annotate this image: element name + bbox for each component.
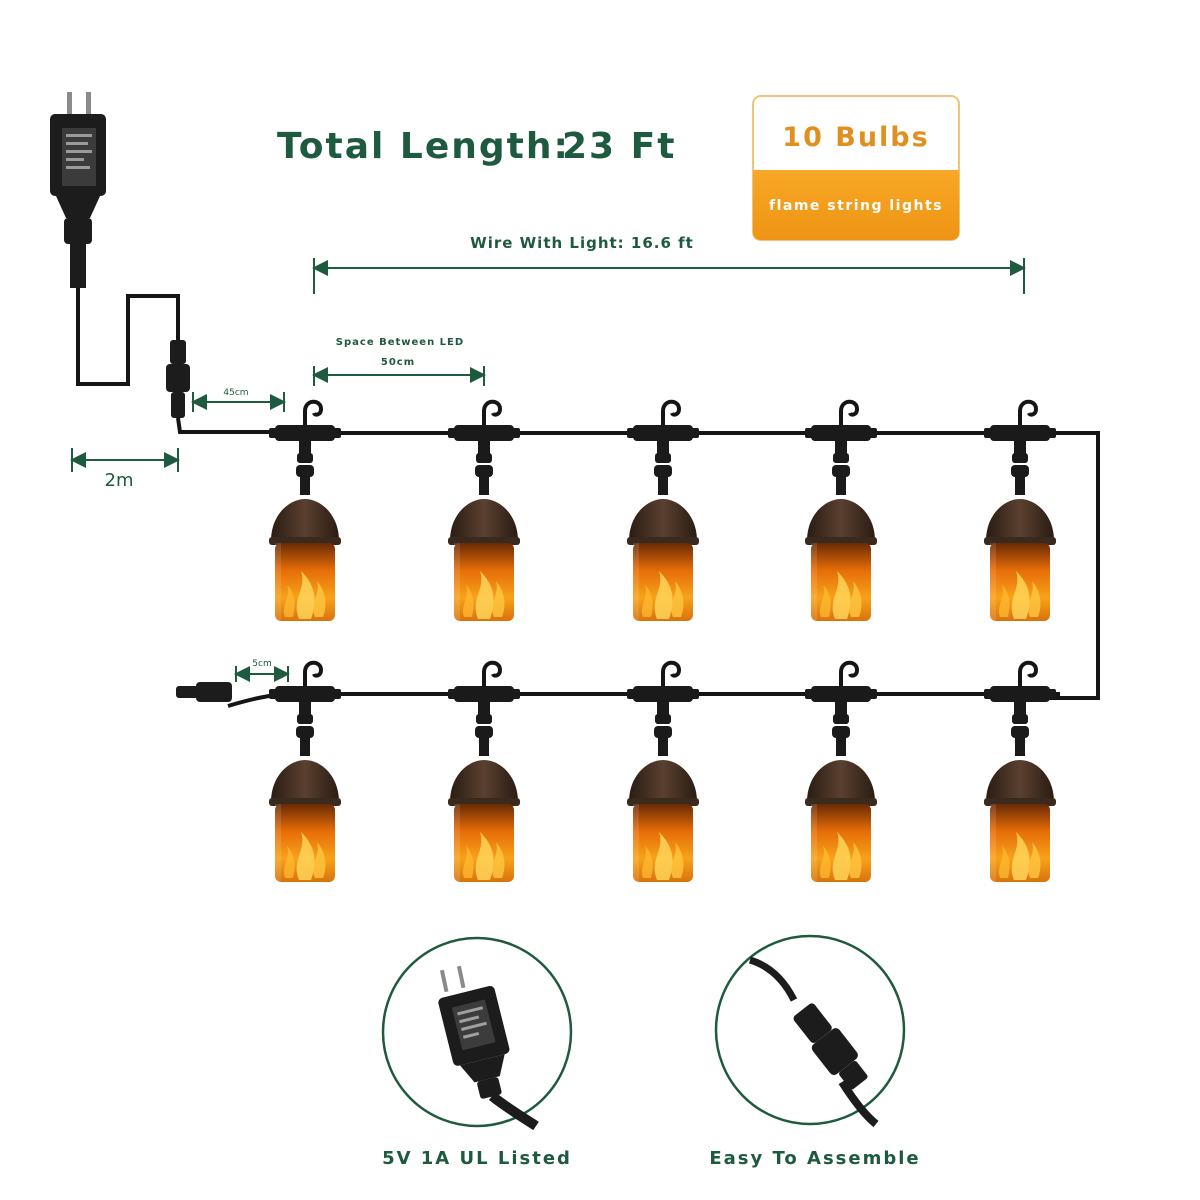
flame-bulb-icon — [625, 399, 701, 623]
flame-bulb-icon — [982, 660, 1058, 884]
end-length-label: 5cm — [252, 659, 271, 669]
end-connector-icon — [176, 682, 232, 702]
adapter-cord — [76, 288, 180, 386]
flame-bulb-icon — [803, 660, 879, 884]
flame-bulb-icon — [267, 660, 343, 884]
flame-bulb-icon — [625, 660, 701, 884]
power-adapter-icon — [50, 92, 106, 288]
adapter-caption: 5V 1A UL Listed — [382, 1148, 572, 1169]
flame-bulb-icon — [267, 399, 343, 623]
total-length-value: 23 Ft — [562, 126, 676, 167]
flame-bulb-icon — [446, 660, 522, 884]
lead-length-label: 45cm — [223, 388, 248, 398]
inline-connector-icon — [166, 340, 190, 418]
adapter-detail — [381, 936, 573, 1131]
flame-bulb-icon — [446, 399, 522, 623]
total-length-label: Total Length: — [277, 126, 570, 167]
power-adapter-icon — [438, 965, 539, 1131]
lead-wire — [176, 417, 300, 434]
cord-length-label: 2m — [105, 470, 134, 491]
space-between-label: Space Between LED — [336, 337, 464, 348]
cable-connector-icon — [748, 956, 879, 1128]
connector-caption: Easy To Assemble — [709, 1148, 920, 1169]
bulb-count-badge: 10 Bulbs flame string lights — [752, 95, 960, 241]
badge-bulb-count: 10 Bulbs — [782, 122, 929, 153]
flame-bulb-icon — [803, 399, 879, 623]
wire-with-light-label: Wire With Light: 16.6 ft — [470, 234, 694, 252]
connector-detail — [714, 934, 906, 1128]
space-between-value: 50cm — [381, 357, 415, 368]
badge-product-type: flame string lights — [769, 198, 943, 214]
return-loop-wire — [1030, 431, 1100, 700]
flame-bulb-icon — [982, 399, 1058, 623]
badge-accent-band — [753, 170, 959, 240]
